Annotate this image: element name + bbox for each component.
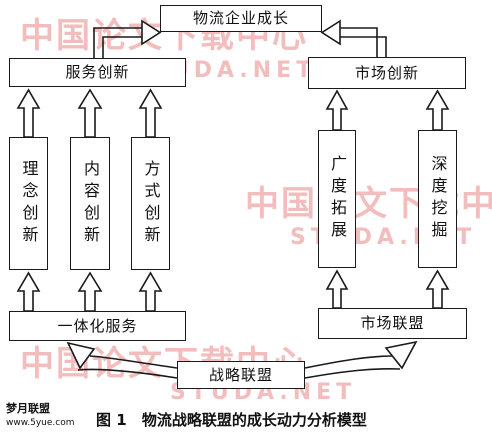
arrow-depth-to-market-innovation: [425, 89, 450, 131]
figure-number: 图 1: [96, 411, 127, 429]
box-concept-innovation: 理念创新: [9, 137, 48, 270]
arrow-alliance-to-breadth: [325, 269, 349, 309]
box-market-alliance: 市场联盟: [318, 308, 467, 339]
arrow-method-to-service: [138, 88, 163, 138]
arrow-breadth-to-market-innovation: [325, 89, 349, 131]
arrow-service-to-top-head: [141, 19, 162, 46]
site-logo-url: www.5yue.com: [6, 418, 75, 428]
arrow-strategic-to-market-head: [384, 340, 418, 370]
arrow-content-to-service: [77, 88, 103, 138]
arrow-strategic-to-integrated-body: [77, 355, 178, 379]
arrow-service-to-top-body: [93, 27, 142, 58]
arrow-market-to-top-body: [340, 27, 387, 57]
arrow-integrated-to-content: [77, 271, 103, 312]
figure-title: 物流战略联盟的成长动力分析模型: [141, 411, 367, 429]
site-logo-name: 梦月联盟: [6, 402, 50, 415]
arrow-strategic-to-integrated-head: [66, 341, 96, 370]
arrow-concept-to-service: [16, 88, 41, 138]
box-method-innovation: 方式创新: [131, 137, 170, 270]
box-strategic-alliance: 战略联盟: [177, 361, 305, 389]
box-depth-mining: 深度挖掘: [418, 130, 457, 268]
site-logo: 梦月联盟 www.5yue.com: [6, 402, 75, 430]
arrow-strategic-to-market-body: [304, 355, 401, 379]
arrow-integrated-to-method: [138, 271, 163, 312]
box-breadth-expansion: 广度拓展: [318, 130, 356, 268]
box-logistics-enterprise-growth: 物流企业成长: [160, 5, 322, 32]
box-market-innovation: 市场创新: [308, 57, 466, 89]
box-content-innovation: 内容创新: [70, 137, 110, 270]
box-integrated-service: 一体化服务: [9, 311, 186, 341]
arrow-integrated-to-concept: [16, 271, 41, 312]
figure-caption: 图 1 物流战略联盟的成长动力分析模型: [96, 409, 488, 430]
arrow-market-to-top-head: [320, 19, 341, 46]
arrow-alliance-to-depth: [425, 269, 450, 309]
box-service-innovation: 服务创新: [9, 58, 186, 87]
